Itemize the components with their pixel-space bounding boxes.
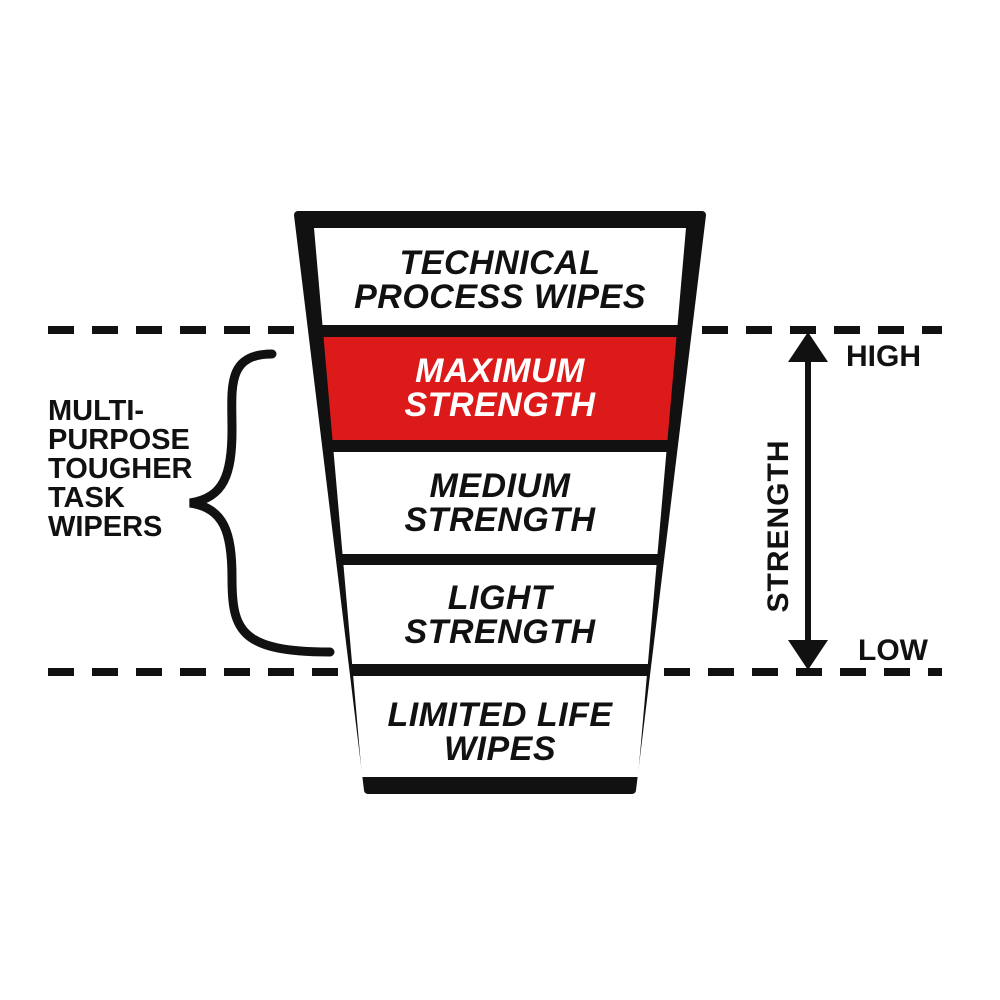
- strength-scale: STRENGTH HIGH LOW: [762, 332, 929, 670]
- group-label-line: TASK: [48, 482, 125, 514]
- funnel-tier-5: [353, 676, 647, 777]
- funnel-tier-2: [323, 337, 677, 440]
- funnel-tier-3: [333, 452, 667, 554]
- funnel-tier-label-line: STRENGTH: [405, 613, 597, 651]
- funnel-tier-1: [314, 228, 686, 325]
- group-label-line: WIPERS: [48, 511, 162, 543]
- group-label: MULTI- PURPOSE TOUGHER TASK WIPERS: [48, 395, 201, 543]
- funnel-tier-4: [343, 565, 657, 664]
- strength-axis-label: STRENGTH: [762, 440, 795, 613]
- strength-arrow-up-icon: [788, 332, 828, 362]
- group-label-line: TOUGHER: [48, 453, 193, 485]
- funnel-tier-label-line: TECHNICAL: [400, 244, 601, 282]
- funnel-tier-label-line: LIMITED LIFE: [387, 696, 613, 734]
- low-label: LOW: [858, 634, 929, 667]
- funnel-tier-label-line: STRENGTH: [405, 501, 597, 539]
- funnel-tier-label-line: PROCESS WIPES: [354, 278, 646, 316]
- curly-brace: [189, 349, 335, 657]
- funnel-tier-label-line: MEDIUM: [430, 467, 571, 505]
- high-label: HIGH: [846, 340, 921, 373]
- group-label-line: PURPOSE: [48, 424, 190, 456]
- funnel-tier-label-line: MAXIMUM: [415, 352, 585, 390]
- group-label-line: MULTI-: [48, 395, 144, 427]
- funnel-tier-label-line: LIGHT: [448, 579, 555, 617]
- strength-arrow-down-icon: [788, 640, 828, 670]
- funnel-tier-label-line: STRENGTH: [405, 386, 597, 424]
- group-brace: [189, 349, 335, 657]
- funnel-tier-label-line: WIPES: [444, 730, 556, 768]
